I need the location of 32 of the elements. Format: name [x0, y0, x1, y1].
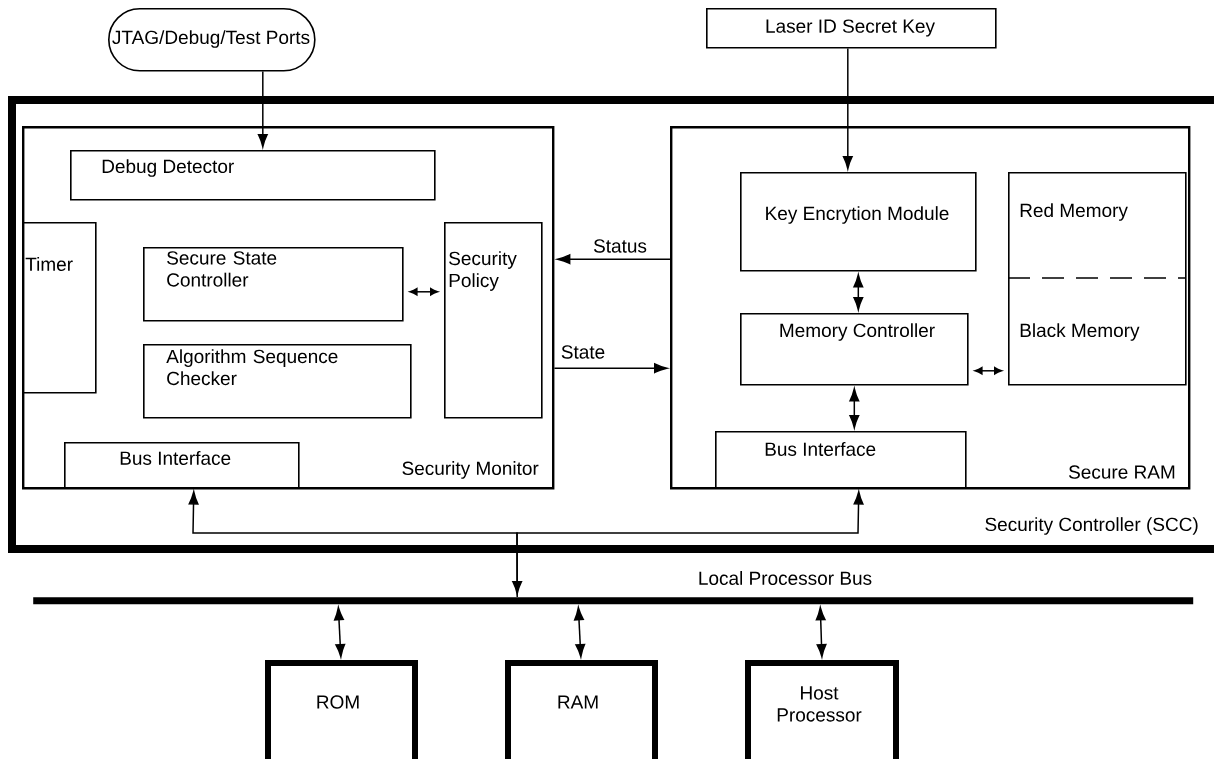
- arrow: [974, 367, 1003, 375]
- node-label: Local Processor Bus: [699, 571, 872, 585]
- block-box: Key Encrytion Module: [740, 172, 977, 272]
- arrow: [557, 254, 671, 265]
- edge-label: State: [559, 344, 607, 360]
- block-box: Security Policy: [444, 222, 543, 419]
- arrow: [257, 70, 268, 148]
- block-box: Bus Interface: [715, 431, 967, 489]
- block-box: Debug Detector: [70, 150, 436, 201]
- arrow: [815, 607, 827, 658]
- arrow: [553, 363, 668, 374]
- block-box: Memory Controller: [740, 313, 969, 386]
- block-box: Host Processor: [745, 660, 899, 759]
- port-box: JTAG/Debug/Test Ports: [108, 8, 316, 72]
- block-box: ROM: [265, 660, 418, 759]
- block-box: Algorithm Sequence Checker: [143, 344, 412, 419]
- block-box: Bus Interface: [64, 442, 300, 489]
- block-box: Secure State Controller: [143, 247, 404, 322]
- arrow: [574, 607, 586, 658]
- block-box: Laser ID Secret Key: [706, 8, 997, 49]
- block-box: Red Memory Black Memory: [1007, 172, 1187, 386]
- block-box: Timer: [22, 222, 97, 394]
- arrow: [853, 274, 864, 311]
- arrow: [409, 288, 439, 296]
- arrow: [842, 47, 853, 170]
- arrow: [334, 607, 346, 658]
- bus-bar: Local Processor Bus: [33, 571, 1194, 605]
- edge-label: Status: [592, 238, 648, 254]
- block-box: RAM: [505, 660, 658, 759]
- arrow: [849, 388, 860, 429]
- arrow: [516, 491, 864, 598]
- arrow: [188, 491, 523, 595]
